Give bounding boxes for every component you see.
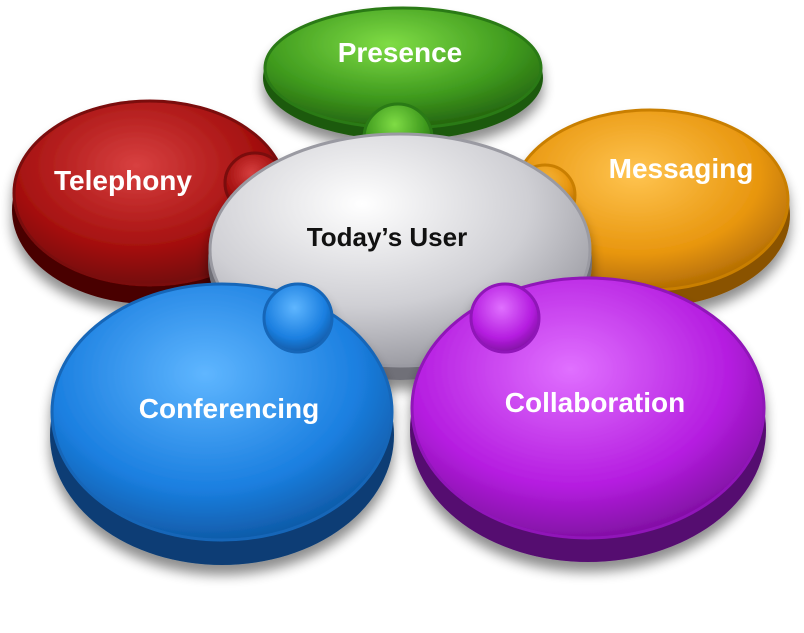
label-telephony: Telephony bbox=[54, 165, 192, 196]
label-collaboration: Collaboration bbox=[505, 387, 685, 418]
piece-conferencing bbox=[50, 282, 394, 565]
label-presence: Presence bbox=[338, 37, 463, 68]
label-center: Today’s User bbox=[307, 222, 467, 252]
piece-collaboration bbox=[410, 276, 766, 562]
label-conferencing: Conferencing bbox=[139, 393, 319, 424]
piece-presence bbox=[263, 6, 543, 174]
label-messaging: Messaging bbox=[609, 153, 754, 184]
